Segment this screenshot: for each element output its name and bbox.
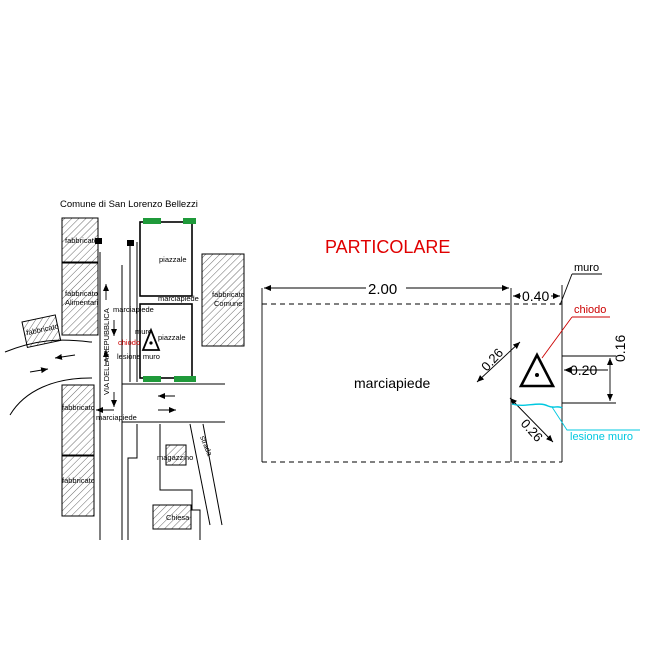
building-chiesa-label: Chiesa [166,513,190,522]
dim-026-b-label: 0.26 [518,416,546,445]
chiodo-detail-label: chiodo [574,304,606,316]
detail-title: PARTICOLARE [325,237,450,257]
marciapiede-detail-label: marciapiede [354,375,430,391]
chiodo-leader [541,316,573,359]
lesione-muro-crack [511,403,563,409]
green-marker-2 [183,218,196,224]
building-fabbricato-lower-1-label: fabbricato [62,403,95,412]
building-magazzino-label: magazzino [157,453,193,462]
block-outline-lower-2 [159,424,201,540]
muro-label: muro [135,327,152,336]
chiodo-detail-triangle-icon [518,352,556,388]
dim-040-label: 0.40 [522,288,549,304]
site-map-title: Comune di San Lorenzo Bellezzi [60,199,198,210]
strada-label: strada [198,434,214,457]
building-fabbricato-1-label: fabbricato [65,236,98,245]
dim-length-label: 2.00 [368,281,397,298]
road-arrow-right [29,367,49,374]
marciapiede-street-label: marciapiede [96,413,137,422]
curved-road-upper-edge [4,339,92,353]
building-alimentari-label: Alimentari [65,298,99,307]
building-fabbricato-comune [201,253,245,347]
muro-leader [559,273,573,306]
street-marker-square [95,238,102,244]
building-fabbricato-alimentari [61,262,99,336]
building-comune-label: Comune [214,299,242,308]
piazzale-top [139,221,193,297]
detail-drawing: PARTICOLARE marciapiede 2.00 0.40 muro c… [261,237,640,463]
lesione-muro-label: lesione muro [117,352,160,361]
marciapiede-top-label: marciapiede [158,294,199,303]
building-fabbricato-lower-2-label: fabbricato [62,476,95,485]
street-marker-square-2 [127,240,134,246]
building-chiesa [152,504,192,530]
strada-edge-right [202,423,223,526]
lesione-muro-leader [551,406,640,431]
dim-020-label: 0.20 [570,362,597,378]
chiodo-detail-dot-icon [535,373,539,377]
dim-016-label: 0.16 [612,335,628,362]
building-fabbricato-lower-1 [61,384,95,456]
building-magazzino [165,444,187,466]
building-fabbricato-comune-label: fabbricato [212,290,245,299]
dim-length-mask [366,280,406,294]
piazzale-bottom [139,303,193,379]
chiodo-dot-icon [149,341,153,345]
building-fabbricato-lower-2 [61,455,95,517]
curved-road-lower-edge [9,377,92,416]
site-map: Comune di San Lorenzo Bellezzi fabbricat… [4,199,245,540]
chiodo-triangle-icon [141,327,161,351]
lesione-muro-detail-label: lesione muro [570,431,633,443]
building-fabbricato-alimentari-label: fabbricato [65,289,98,298]
dim-026-a-label: 0.26 [478,345,506,374]
road-arrow-left [54,353,76,360]
green-marker-1 [143,218,161,224]
piazzale-top-label: piazzale [159,255,187,264]
dim-040-mask [521,289,551,302]
dim-026-a-line [476,341,521,383]
chiodo-label: chiodo [118,338,140,347]
piazzale-bottom-label: piazzale [158,333,186,342]
block-outline-lower [127,424,138,540]
muro-detail-label: muro [574,262,599,274]
marciapiede-left-label: marciapiede [113,305,154,314]
building-fabbricato-left: fabbricato [21,314,62,349]
strada-edge-left [189,423,211,526]
green-marker-4 [174,376,196,382]
green-marker-3 [143,376,161,382]
building-fabbricato-1 [61,217,99,263]
via-della-repubblica-label: VIA DELLA REPUBBLICA [102,308,111,395]
